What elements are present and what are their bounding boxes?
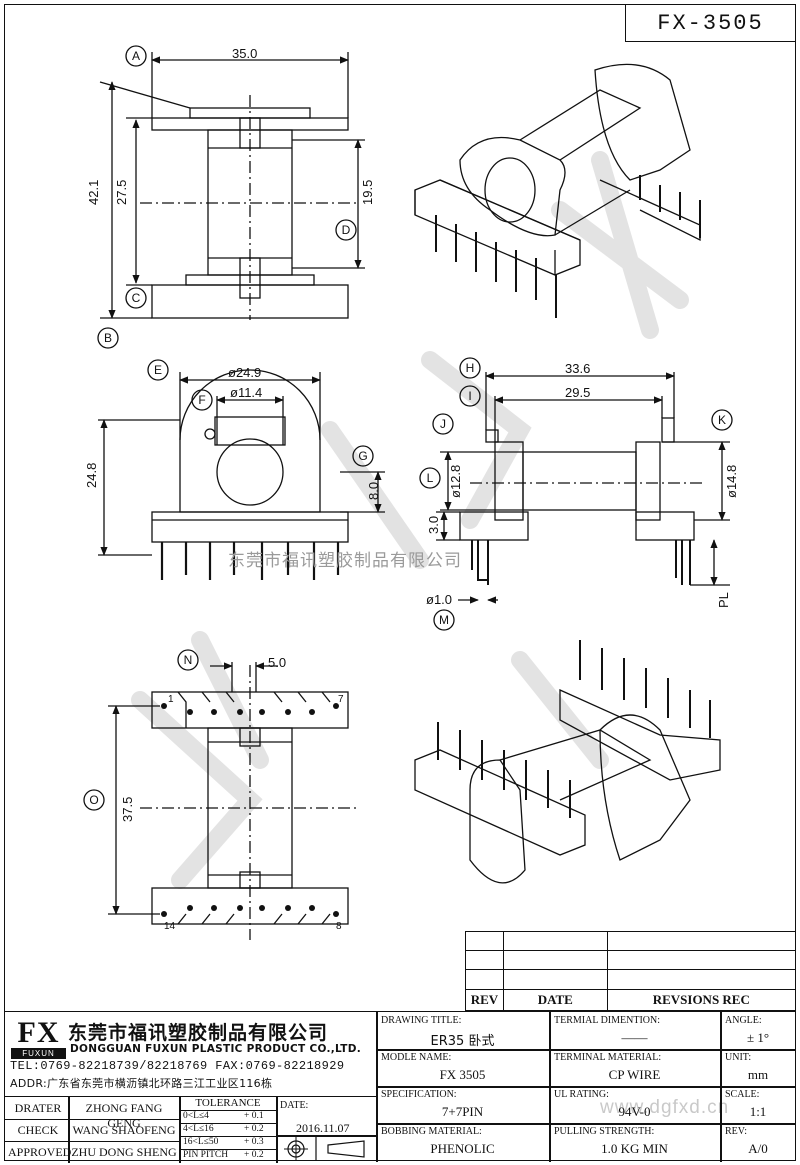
drawing-frame	[4, 4, 796, 1161]
company-name-en: DONGGUAN FUXUN PLASTIC PRODUCT CO.,LTD.	[70, 1043, 362, 1055]
drawing-title: ER35 卧式	[430, 1034, 495, 1049]
callout-a: A	[132, 49, 140, 63]
callout-circles	[83, 45, 733, 811]
bobbing-material: PHENOLIC	[430, 1141, 495, 1156]
model-name: FX 3505	[439, 1067, 486, 1082]
dim-front-height: 24.8	[84, 463, 99, 488]
front-view	[98, 369, 385, 580]
callout-c: C	[132, 291, 141, 305]
dim-bore: ø12.8	[448, 465, 463, 498]
company-name-cn: 东莞市福讯塑胶制品有限公司	[68, 1022, 329, 1044]
top-view	[99, 52, 365, 320]
scale-label: SCALE:	[725, 1089, 760, 1100]
rec-col-header: REVSIONS REC	[606, 988, 797, 1012]
terminal-dimension-label: TERMIAL DIMENTION:	[554, 1015, 661, 1026]
watermark-site: www.dgfxd.cn	[600, 1097, 730, 1118]
dim-pin-dia: ø1.0	[426, 592, 452, 607]
company-logo: FX FUXUN	[11, 1018, 66, 1060]
pin-label-1: 1	[168, 694, 174, 705]
pin-label-7: 7	[338, 694, 344, 705]
rev-col-header: REV	[465, 988, 504, 1012]
callout-o: O	[89, 793, 98, 807]
model-name-label: MODLE NAME:	[381, 1052, 452, 1063]
pulling-strength-label: PULLING STRENGTH:	[554, 1126, 655, 1137]
specification-label: SPECIFICATION:	[381, 1089, 457, 1100]
terminal-material: CP WIRE	[608, 1067, 661, 1082]
pulling-strength: 1.0 KG MIN	[601, 1141, 668, 1156]
date-value: 2016.11.07	[296, 1121, 350, 1135]
callout-h: H	[466, 361, 475, 375]
ul-rating-label: UL RATING:	[554, 1089, 609, 1100]
terminal-material-label: TERMINAL MATERIAL:	[554, 1052, 662, 1063]
dim-flange-gap: 27.5	[114, 180, 129, 205]
angle: ± 1°	[746, 1030, 770, 1045]
pin-label-8: 8	[336, 921, 342, 932]
company-address: ADDR:广东省东莞市横沥镇北环路三江工业区116栋	[10, 1077, 273, 1090]
revision-table: REV DATE REVSIONS REC	[465, 930, 797, 1012]
dim-pitch: 5.0	[268, 655, 286, 670]
dim-centre-offset: 8.0	[366, 482, 381, 500]
dim-flange-dia: ø14.8	[724, 465, 739, 498]
unit: mm	[747, 1067, 769, 1082]
bobbing-material-label: BOBBING MATERIAL:	[381, 1126, 482, 1137]
dim-overall-height: 42.1	[86, 180, 101, 205]
dim-base-height: 3.0	[426, 516, 441, 534]
callout-n: N	[184, 653, 193, 667]
scale: 1:1	[749, 1104, 767, 1119]
drawing-title-label: DRAWING TITLE:	[381, 1015, 462, 1026]
pin-label-14: 14	[164, 921, 176, 932]
tolerance-table: TOLERANCE 0<L≤4+ 0.1 4<L≤16+ 0.2 16<L≤50…	[180, 1097, 276, 1163]
angle-label: ANGLE:	[725, 1015, 762, 1026]
callout-i: I	[468, 389, 471, 403]
dim-core-window: 19.5	[360, 180, 375, 205]
side-view	[436, 372, 730, 604]
projection-symbol	[284, 1137, 365, 1161]
callout-e: E	[154, 363, 162, 377]
terminal-dimension: ——	[621, 1030, 648, 1045]
isometric-view-bottom	[414, 640, 721, 884]
callout-d: D	[342, 223, 351, 237]
callout-k: K	[718, 413, 726, 427]
dim-width: 35.0	[232, 46, 257, 61]
date-label: DATE:	[280, 1100, 309, 1111]
specification: 7+7PIN	[441, 1104, 484, 1119]
watermark-company: 东莞市福讯塑胶制品有限公司	[228, 551, 462, 571]
callout-l: L	[427, 471, 434, 485]
bottom-view	[108, 662, 360, 940]
dim-row-spacing: 37.5	[120, 797, 135, 822]
isometric-view-top	[414, 63, 701, 318]
company-tel: TEL:0769-82218739/82218769 FAX:0769-8221…	[10, 1059, 345, 1073]
ul-rating: 94V-0	[618, 1104, 651, 1119]
dim-inner-length: 29.5	[565, 385, 590, 400]
company-info: FX FUXUN 东莞市福讯塑胶制品有限公司 DONGGUAN FUXUN PL…	[4, 1012, 376, 1096]
callout-j: J	[440, 417, 446, 431]
rev-value: A/0	[748, 1141, 768, 1156]
date-col-header: DATE	[502, 988, 608, 1012]
dim-overall-length: 33.6	[565, 361, 590, 376]
callout-b: B	[104, 331, 112, 345]
dim-outer-diameter: ø24.9	[228, 365, 261, 380]
dim-inner-diameter: ø11.4	[230, 385, 262, 400]
callout-g: G	[358, 449, 367, 463]
callout-f: F	[198, 393, 205, 407]
title-block: FX FUXUN 东莞市福讯塑胶制品有限公司 DONGGUAN FUXUN PL…	[4, 1011, 796, 1163]
unit-label: UNIT:	[725, 1052, 752, 1063]
dim-pin-length: PL	[716, 592, 731, 608]
callout-m: M	[439, 613, 449, 627]
model-number-box: FX-3505	[625, 4, 796, 42]
rev-label: REV:	[725, 1126, 748, 1137]
